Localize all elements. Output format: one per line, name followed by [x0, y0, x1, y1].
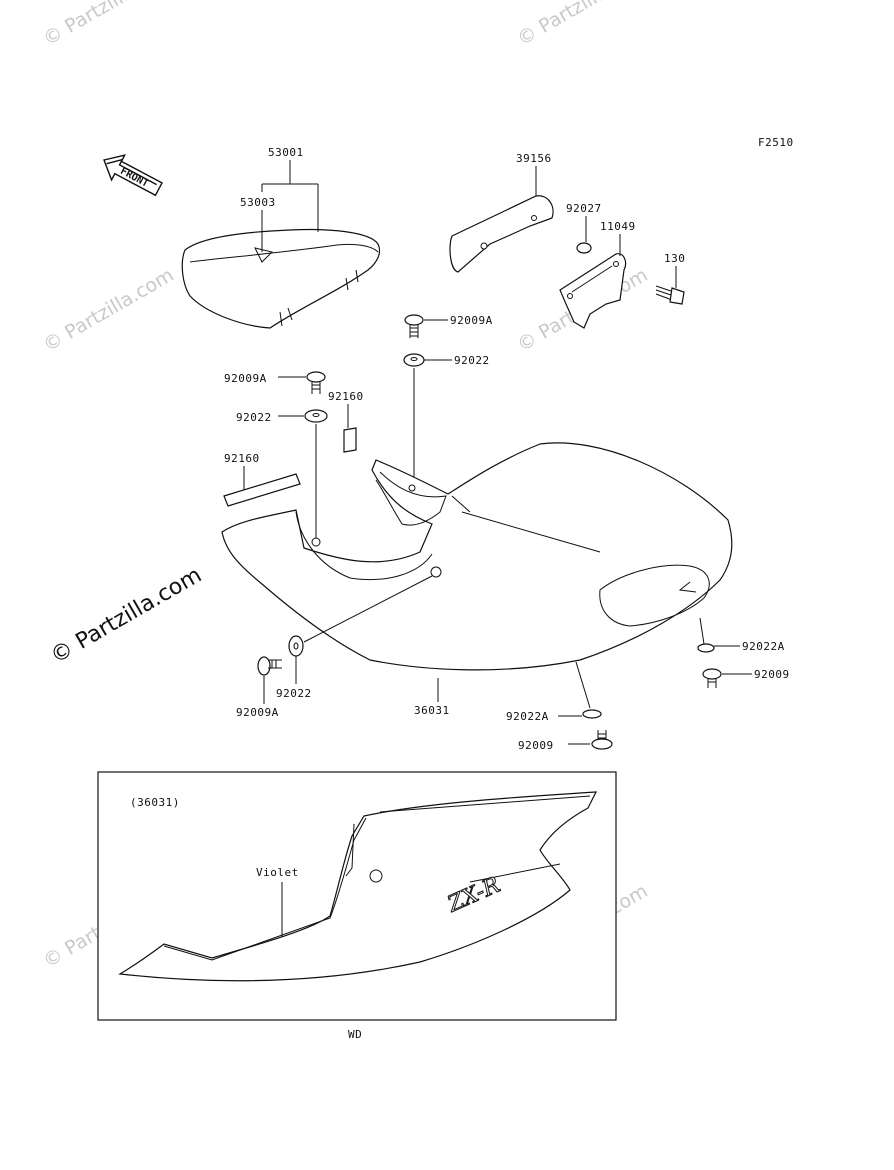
damper-92160-small: [343, 427, 357, 453]
callout-53001: 53001: [268, 146, 304, 159]
bolt-92009-right: [702, 668, 722, 688]
bolt-92009-bottom: [591, 730, 613, 750]
bolt-92009a-bottom: [257, 656, 282, 676]
callout-92009-right: 92009: [754, 668, 790, 681]
callout-92009a-bottom: 92009A: [236, 706, 279, 719]
inset-ref-label: (36031): [130, 796, 180, 809]
watermark: © Partzilla.com: [514, 0, 652, 50]
callout-92022a-right: 92022A: [742, 640, 785, 653]
bolt-92009a-left: [306, 371, 326, 394]
callout-92009-bottom: 92009: [518, 739, 554, 752]
callout-92009a-left: 92009A: [224, 372, 267, 385]
tail-cover: [221, 442, 733, 671]
callout-11049: 11049: [600, 220, 636, 233]
callout-92027: 92027: [566, 202, 602, 215]
watermark-large: © Partzilla.com: [47, 563, 207, 670]
callout-92160-b: 92160: [224, 452, 260, 465]
watermark: © Partzilla.com: [40, 264, 178, 356]
callout-92160-a: 92160: [328, 390, 364, 403]
bolt-130: [655, 285, 685, 305]
washer-92022a-bottom: [582, 709, 602, 719]
inset-panel: (36031) Violet ZX-R: [97, 771, 617, 1021]
callout-36031: 36031: [414, 704, 450, 717]
callout-92022a-bottom: 92022A: [506, 710, 549, 723]
seat-pad: [449, 195, 554, 273]
callout-130: 130: [664, 252, 685, 265]
bolt-92009a-top: [404, 314, 424, 338]
callout-92022-top: 92022: [454, 354, 490, 367]
footer-code: WD: [348, 1028, 362, 1041]
inset-color-label: Violet: [256, 866, 299, 879]
diagram-code: F2510: [758, 136, 794, 149]
front-arrow: FRONT: [103, 154, 163, 197]
bracket: [559, 253, 627, 329]
callout-92009a-top: 92009A: [450, 314, 493, 327]
washer-92022a-right: [697, 643, 715, 653]
callout-92022-bottom: 92022: [276, 687, 312, 700]
seat: [181, 228, 381, 329]
damper-92160-long: [223, 473, 301, 507]
callout-92022-left: 92022: [236, 411, 272, 424]
watermark: © Partzilla.com: [40, 0, 178, 50]
callout-53003: 53003: [240, 196, 276, 209]
callout-39156: 39156: [516, 152, 552, 165]
washer-92027: [576, 242, 592, 254]
